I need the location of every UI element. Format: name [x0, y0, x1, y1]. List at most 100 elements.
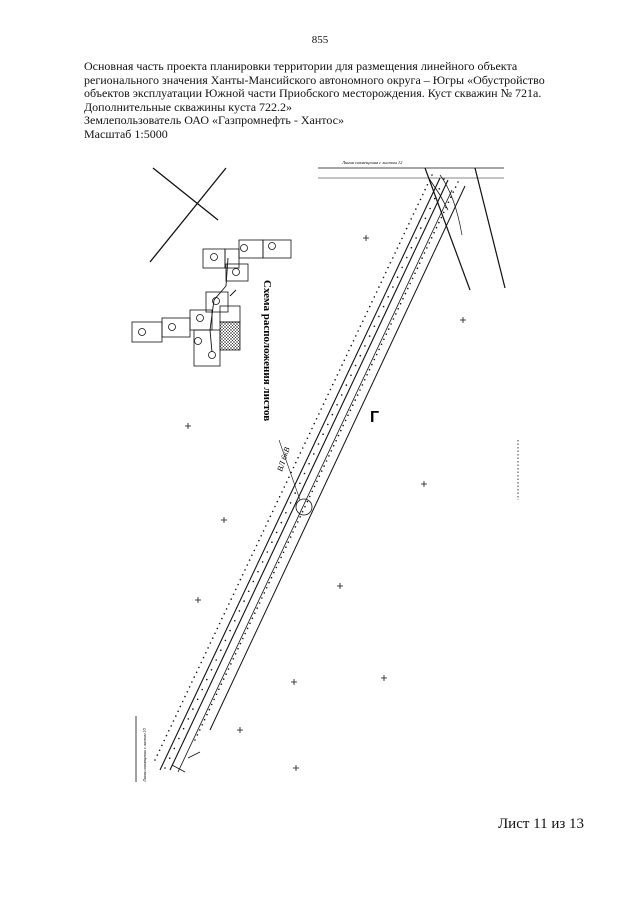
corridor-dot [294, 526, 297, 528]
corridor-dot [357, 330, 359, 332]
survey-cross [185, 423, 191, 429]
corridor-dot [412, 213, 415, 215]
corridor-dot [364, 315, 366, 318]
corridor-dot [399, 302, 402, 305]
corridor-dot [280, 556, 282, 559]
corridor-dot [378, 286, 380, 288]
corridor-dot [211, 637, 214, 639]
corridor-dot [385, 333, 388, 336]
corridor-dot [322, 403, 325, 405]
corridor-dot [165, 734, 168, 737]
corridor-dot [218, 688, 220, 691]
corridor-dot [229, 629, 231, 632]
corridor-dot [419, 198, 422, 201]
corridor-dot [426, 184, 429, 186]
corridor-dot [313, 422, 316, 425]
corridor-dot [218, 622, 221, 625]
header-line: объектов эксплуатации Южной части Приобс… [84, 86, 542, 100]
corridor-dot [205, 652, 207, 654]
corridor-dot [345, 354, 348, 357]
corridor-dot [179, 705, 182, 708]
corridor-dot [323, 465, 325, 467]
corridor-dot [271, 541, 273, 543]
corridor-dot [447, 201, 450, 204]
corridor-dot [230, 663, 232, 665]
corridor-dot [184, 695, 186, 698]
corridor-dot [244, 632, 246, 635]
corridor-dot [156, 754, 159, 756]
top-match-line-label: Линия совмещения с листом 12 [341, 160, 403, 165]
corridor-dot [288, 476, 290, 479]
corridor-dot [440, 216, 443, 219]
corridor-dot [352, 340, 355, 342]
corridor-dot [292, 466, 295, 469]
corridor-dot [188, 686, 191, 688]
corridor-dot [350, 374, 352, 377]
corridor-dot [269, 515, 272, 518]
corridor-dot [327, 393, 329, 396]
page-number: 855 [311, 34, 329, 46]
corridor-dot [215, 659, 217, 661]
corridor-dot [315, 418, 318, 420]
corridor-dot [417, 203, 419, 206]
corridor-dot [450, 196, 452, 198]
document-header: Основная часть проекта планировки террит… [84, 59, 564, 141]
corridor-dot [262, 530, 265, 532]
corridor-dot [275, 531, 278, 534]
corridor-dot [385, 271, 387, 274]
corridor-dot [343, 359, 346, 362]
corridor-dot [344, 419, 347, 422]
corridor-dot [301, 510, 304, 513]
corridor-dot [442, 211, 445, 214]
corridor-dot [420, 227, 422, 229]
corridor-dot [387, 328, 390, 330]
left-match-line-label: Линия совмещения с листом 10 [142, 728, 147, 783]
corridor-dot [423, 252, 426, 254]
corridor-dot [438, 221, 440, 224]
corridor-dot [238, 610, 241, 612]
corridor-dot [232, 658, 235, 660]
corridor-dot [287, 541, 290, 543]
corridor-dot [431, 174, 433, 176]
corridor-dot [304, 442, 306, 444]
corridor-dot [196, 698, 199, 701]
corridor-dot [428, 242, 431, 244]
survey-cross [195, 597, 201, 603]
corridor-dot [382, 276, 385, 279]
corridor-dot [251, 554, 253, 557]
corridor-dot [337, 434, 340, 437]
corridor-dot [352, 404, 354, 407]
corridor-dot [306, 500, 309, 503]
corridor-dot [405, 227, 408, 230]
corridor-dot [294, 492, 297, 494]
corridor-dot [173, 747, 176, 750]
corridor-dot [210, 669, 213, 671]
corridor-dot [382, 305, 385, 308]
corridor-dot [375, 353, 378, 356]
corridor-dot [330, 450, 333, 452]
corridor-dot [222, 678, 225, 680]
corridor-dot [223, 613, 226, 615]
corridor-dot [356, 394, 359, 396]
corridor-dot [200, 661, 202, 664]
corridor-dot [246, 627, 249, 630]
corridor-dot [415, 208, 417, 210]
corridor-dot [418, 262, 421, 265]
corridor-dot [260, 535, 263, 537]
corridor-dot [242, 637, 244, 640]
corridor-dot [266, 551, 269, 553]
corridor-dot [285, 512, 287, 514]
left-match-line: Линия совмещения с листом 10 [135, 716, 147, 783]
corridor-dot [230, 598, 232, 600]
corridor-dot [380, 281, 383, 284]
corridor-dot [313, 453, 315, 455]
corridor-dot [201, 688, 203, 691]
pipeline-corridor [159, 177, 466, 773]
corridor-dot [408, 223, 410, 225]
survey-cross [291, 679, 297, 685]
corridor-dot [225, 673, 227, 675]
corridor-dot [390, 323, 392, 325]
corridor-dot [457, 181, 459, 183]
corridor-dot [362, 320, 364, 323]
